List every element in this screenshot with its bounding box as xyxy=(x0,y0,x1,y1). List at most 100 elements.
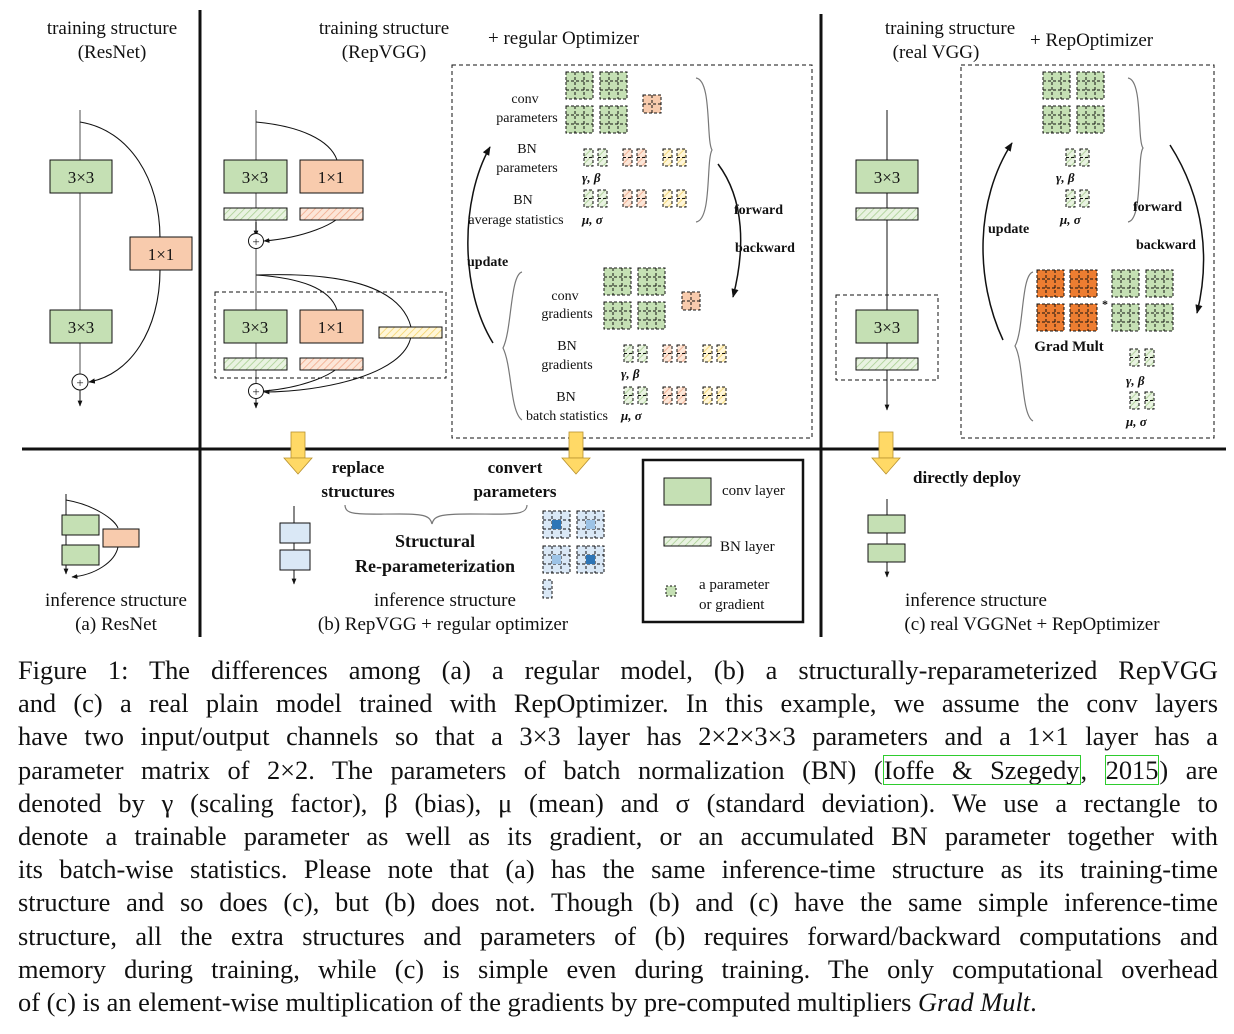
svg-text:+: + xyxy=(252,234,259,249)
svg-text:gradients: gradients xyxy=(541,307,592,322)
svg-text:Re-parameterization: Re-parameterization xyxy=(355,556,515,576)
legend-param-label-1: a parameter xyxy=(699,577,769,593)
legend-param-label-2: or gradient xyxy=(699,597,765,613)
svg-text:3×3: 3×3 xyxy=(242,168,269,187)
legend-param-swatch xyxy=(665,585,677,597)
svg-text:update: update xyxy=(988,222,1029,237)
caption-line: Figure 1: The differences among (a) a re… xyxy=(18,655,1218,685)
conv-3x3-block xyxy=(49,159,113,194)
svg-text:Structural: Structural xyxy=(395,531,475,551)
panel-b-optimizer-label: + regular Optimizer xyxy=(488,28,640,49)
caption-line: and (c) a real plain model trained with … xyxy=(18,688,1218,719)
svg-text:γ, β: γ, β xyxy=(1056,170,1075,185)
conv-1x1-block xyxy=(129,236,193,271)
arrow-down-icon xyxy=(283,431,313,475)
grad-mult-italic: Grad Mult xyxy=(917,987,1031,1018)
svg-text:structures: structures xyxy=(321,482,395,501)
caption-line: its batch-wise statistics. Please note t… xyxy=(18,854,1218,885)
svg-text:+ RepOptimizer: + RepOptimizer xyxy=(1030,30,1154,51)
conv-3x3-block xyxy=(49,309,113,344)
grad-mult-label: Grad Mult xyxy=(1034,339,1104,355)
svg-text:3×3: 3×3 xyxy=(874,318,901,337)
panel-a-training: training structure (ResNet) 3×3 1×1 3×3 … xyxy=(47,18,193,407)
panel-a-caption: (a) ResNet xyxy=(75,614,157,635)
svg-text:μ, σ: μ, σ xyxy=(581,212,604,227)
svg-text:+: + xyxy=(252,384,259,399)
svg-text:batch statistics: batch statistics xyxy=(526,409,608,424)
dashed-block-box xyxy=(214,291,447,379)
citation-link-author[interactable]: Ioffe & Szegedy xyxy=(882,754,1081,785)
svg-text:forward: forward xyxy=(734,203,783,218)
caption-line: denoted by γ (scaling factor), β (bias),… xyxy=(18,787,1218,818)
svg-text:forward: forward xyxy=(1133,200,1182,215)
caption-text: parameter matrix of 2×2. The parameters … xyxy=(18,754,883,785)
svg-text:BN: BN xyxy=(557,339,576,354)
svg-text:parameters: parameters xyxy=(496,111,557,126)
svg-text:convert: convert xyxy=(488,458,543,477)
panel-a-inference: inference structure (a) ResNet xyxy=(45,494,187,635)
panel-c-inference: directly deploy inference structure (c) … xyxy=(867,431,1160,635)
svg-text:update: update xyxy=(467,255,508,270)
caption-line: denote a trainable parameter as well as … xyxy=(18,821,1218,852)
svg-text:γ, β: γ, β xyxy=(621,366,640,381)
panel-b-title-2: (RepVGG) xyxy=(342,42,426,63)
add-node-icon xyxy=(71,373,89,391)
svg-text:directly deploy: directly deploy xyxy=(913,468,1021,487)
panel-a-title-1: training structure xyxy=(47,18,177,39)
svg-text:replace: replace xyxy=(332,458,385,477)
svg-text:parameters: parameters xyxy=(496,161,557,176)
svg-text:gradients: gradients xyxy=(541,358,592,373)
panel-b-optimizer-box: conv parameters BN parameters γ, β BN av… xyxy=(451,64,813,439)
svg-text:3×3: 3×3 xyxy=(68,318,95,337)
svg-text:conv: conv xyxy=(551,289,578,304)
svg-text:1×1: 1×1 xyxy=(148,245,175,264)
legend-conv-swatch xyxy=(663,477,712,506)
caption-line: structure and so does (c), but (b) does … xyxy=(18,887,1218,918)
panel-c-optimizer-box: γ, β μ, σ forward backward update * Grad… xyxy=(960,64,1215,439)
svg-text:BN: BN xyxy=(517,142,536,157)
arrow-down-icon xyxy=(871,431,901,475)
legend: conv layer BN layer a parameter or gradi… xyxy=(641,458,805,624)
svg-text:μ, σ: μ, σ xyxy=(620,408,643,423)
svg-text:backward: backward xyxy=(735,241,795,256)
panel-c-training: training structure (real VGG) + RepOptim… xyxy=(835,18,1154,411)
svg-text:μ, σ: μ, σ xyxy=(1125,414,1148,429)
svg-text:1×1: 1×1 xyxy=(318,168,345,187)
svg-text:3×3: 3×3 xyxy=(242,318,269,337)
svg-text:*: * xyxy=(1102,297,1108,311)
svg-text:conv: conv xyxy=(511,92,538,107)
svg-text:γ, β: γ, β xyxy=(582,170,601,185)
panel-c-caption: (c) real VGGNet + RepOptimizer xyxy=(904,614,1160,635)
legend-conv-label: conv layer xyxy=(722,483,785,499)
figure-diagram: training structure (ResNet) 3×3 1×1 3×3 … xyxy=(22,10,1226,637)
panel-b-training: training structure (RepVGG) + regular Op… xyxy=(214,18,640,409)
panel-a-inference-label: inference structure xyxy=(45,590,187,611)
legend-bn-label: BN layer xyxy=(720,539,775,555)
figure-caption: Figure 1: The differences among (a) a re… xyxy=(18,654,1218,1019)
svg-text:training structure: training structure xyxy=(885,18,1015,39)
svg-text:1×1: 1×1 xyxy=(318,318,345,337)
citation-link-year[interactable]: 2015 xyxy=(1104,754,1160,785)
svg-text:parameters: parameters xyxy=(473,482,556,501)
svg-text:+: + xyxy=(76,375,83,390)
panel-b-inference: replace structures convert parameters St… xyxy=(279,431,605,635)
svg-text:(real VGG): (real VGG) xyxy=(893,42,980,63)
panel-a-title-2: (ResNet) xyxy=(78,42,147,63)
panel-b-inference-label: inference structure xyxy=(374,590,516,611)
svg-text:μ, σ: μ, σ xyxy=(1059,212,1082,227)
caption-line: of (c) is an element-wise multiplication… xyxy=(18,987,1037,1018)
caption-line: parameter matrix of 2×2. The parameters … xyxy=(18,754,1218,785)
caption-line: memory during training, while (c) is sim… xyxy=(18,953,1218,984)
svg-text:BN: BN xyxy=(513,193,532,208)
svg-text:BN: BN xyxy=(556,390,575,405)
panel-b-caption: (b) RepVGG + regular optimizer xyxy=(318,614,569,635)
legend-bn-swatch xyxy=(663,536,712,547)
caption-line: have two input/output channels so that a… xyxy=(18,721,1218,752)
svg-text:γ, β: γ, β xyxy=(1126,373,1145,388)
caption-line: structure, all the extra structures and … xyxy=(18,920,1218,951)
svg-text:backward: backward xyxy=(1136,238,1196,253)
svg-text:average statistics: average statistics xyxy=(468,213,563,228)
svg-text:3×3: 3×3 xyxy=(68,168,95,187)
panel-c-inference-label: inference structure xyxy=(905,590,1047,611)
svg-text:3×3: 3×3 xyxy=(874,168,901,187)
